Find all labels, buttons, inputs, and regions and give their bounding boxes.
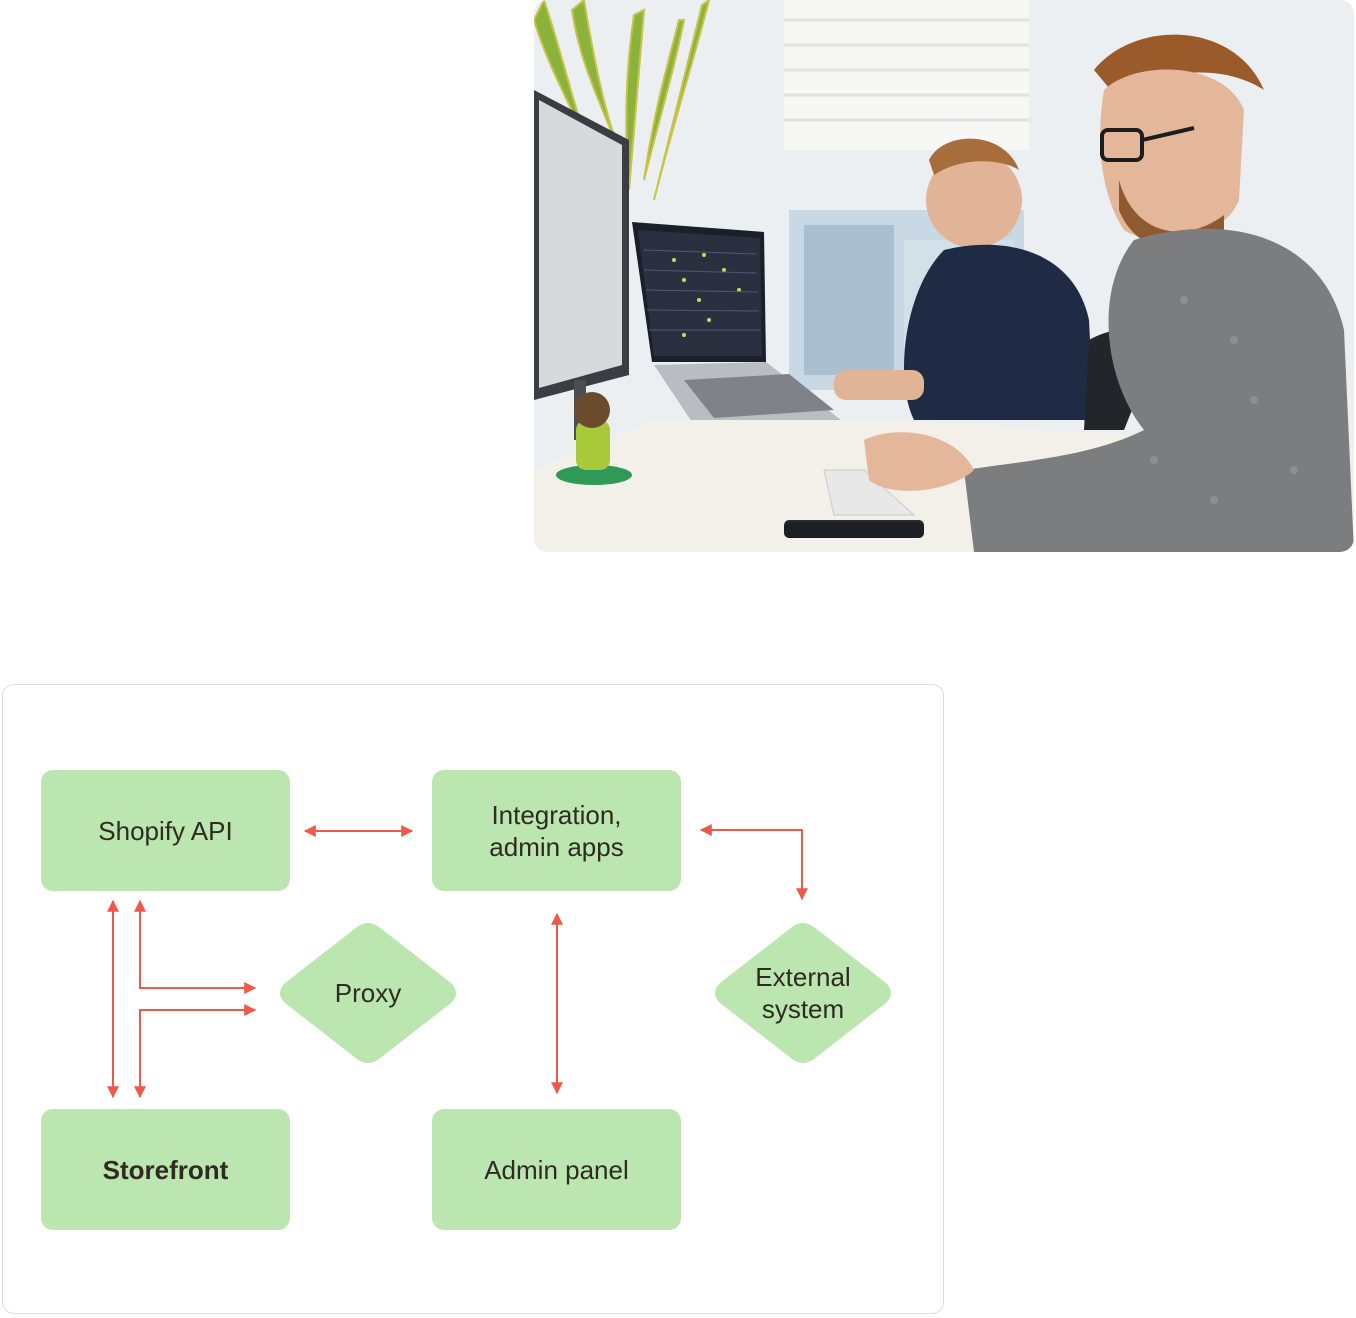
node-shopify-api-label: Shopify API: [98, 815, 233, 846]
office-photo: [534, 0, 1354, 552]
external-diamond-shape: [715, 923, 891, 1063]
node-storefront: Storefront: [41, 1109, 290, 1230]
architecture-diagram: Shopify API Integration, admin apps Stor…: [2, 684, 944, 1314]
node-storefront-label: Storefront: [102, 1154, 229, 1185]
edge-shopify-proxy: [134, 899, 257, 994]
diagram-connectors: [107, 824, 808, 1099]
proxy-diamond-shape: [280, 923, 456, 1063]
office-photo-illustration: [534, 0, 1354, 552]
node-shopify-api: Shopify API: [41, 770, 290, 891]
edge-storefront-proxy: [134, 1004, 257, 1099]
node-proxy: Proxy: [275, 921, 461, 1065]
node-proxy-label: Proxy: [334, 978, 402, 1008]
edge-integration-external: [699, 824, 808, 901]
node-external-system: External system: [710, 921, 896, 1065]
node-admin-panel: Admin panel: [432, 1109, 681, 1230]
node-integration-label: Integration, admin apps: [489, 799, 624, 862]
node-external-label: External system: [755, 962, 851, 1024]
node-integration-admin-apps: Integration, admin apps: [432, 770, 681, 891]
node-admin-panel-label: Admin panel: [484, 1154, 629, 1185]
